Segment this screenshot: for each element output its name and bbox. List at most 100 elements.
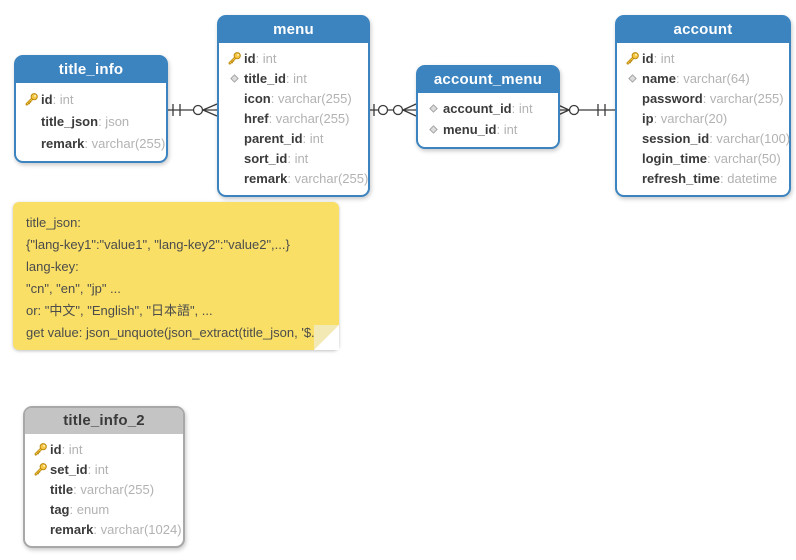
table-title[interactable]: menu (219, 17, 368, 43)
field-type: : varchar(20) (653, 110, 728, 126)
field-name: id (642, 50, 654, 66)
connector-menu-account_menu[interactable] (367, 103, 417, 117)
field-row-id[interactable]: id: int (31, 439, 179, 459)
field-row-title[interactable]: title: varchar(255) (31, 479, 179, 499)
field-row-session_id[interactable]: session_id: varchar(100) (623, 128, 790, 148)
field-row-name[interactable]: name: varchar(64) (623, 68, 785, 88)
field-row-parent_id[interactable]: parent_id: int (225, 128, 364, 148)
foreign-key-diamond-icon (225, 71, 244, 86)
sticky-note-text: title_json:{"lang-key1":"value1", "lang-… (26, 212, 336, 344)
no-icon (225, 111, 244, 126)
field-row-remark[interactable]: remark: varchar(255) (22, 132, 166, 154)
field-type: : int (496, 122, 518, 137)
field-name: session_id (642, 130, 710, 146)
field-type: : varchar(255) (84, 135, 166, 151)
field-row-tag[interactable]: tag: enum (31, 499, 179, 519)
table-title[interactable]: title_info (16, 57, 166, 83)
field-type: : varchar(100) (709, 130, 791, 146)
field-row-sort_id[interactable]: sort_id: int (225, 148, 364, 168)
field-type: : varchar(1024) (93, 521, 182, 537)
field-name: set_id (50, 461, 88, 477)
field-type: : int (61, 441, 83, 457)
field-row-id[interactable]: id: int (225, 48, 364, 68)
table-title[interactable]: account_menu (418, 67, 558, 93)
primary-key-icon (623, 51, 642, 66)
field-type: : int (52, 91, 74, 107)
field-name: ip (642, 110, 654, 126)
field-type: : varchar(255) (270, 90, 352, 106)
primary-key-icon (31, 442, 50, 457)
no-icon (31, 482, 50, 497)
no-icon (31, 522, 50, 537)
field-row-login_time[interactable]: login_time: varchar(50) (623, 148, 785, 168)
field-row-menu_id[interactable]: menu_id: int (424, 119, 554, 140)
field-name: menu_id (443, 122, 497, 137)
field-name: href (244, 110, 269, 126)
foreign-key-diamond-icon (424, 101, 443, 116)
field-row-id[interactable]: id: int (22, 88, 162, 110)
no-icon (623, 151, 642, 166)
primary-key-icon (225, 51, 244, 66)
primary-key-icon (22, 92, 41, 107)
field-type: : varchar(255) (702, 90, 784, 106)
field-row-href[interactable]: href: varchar(255) (225, 108, 364, 128)
field-row-remark[interactable]: remark: varchar(1024) (31, 519, 182, 539)
field-type: : varchar(64) (675, 70, 750, 86)
field-row-icon[interactable]: icon: varchar(255) (225, 88, 364, 108)
field-name: sort_id (244, 150, 288, 166)
field-name: password (642, 90, 703, 106)
field-name: tag (50, 501, 70, 517)
field-type: : int (255, 50, 277, 66)
field-row-remark[interactable]: remark: varchar(255) (225, 168, 368, 188)
note-line: "cn", "en", "jp" ... (26, 281, 121, 296)
note-line: or: "中文", "English", "日本語", ... (26, 303, 213, 318)
field-type: : int (302, 130, 324, 146)
field-type: : int (287, 150, 309, 166)
connector-account_menu-account[interactable] (555, 103, 615, 117)
field-name: remark (50, 521, 94, 537)
field-type: : varchar(255) (268, 110, 350, 126)
field-row-ip[interactable]: ip: varchar(20) (623, 108, 785, 128)
field-name: account_id (443, 101, 512, 116)
foreign-key-diamond-icon (623, 71, 642, 86)
field-row-account_id[interactable]: account_id: int (424, 98, 554, 119)
field-name: id (41, 91, 53, 107)
sticky-note[interactable]: title_json:{"lang-key1":"value1", "lang-… (13, 202, 339, 350)
field-type: : int (87, 461, 109, 477)
field-type: : int (511, 101, 533, 116)
table-title[interactable]: account (617, 17, 789, 43)
no-icon (22, 114, 41, 129)
field-type: : int (285, 70, 307, 86)
no-icon (31, 502, 50, 517)
no-icon (22, 136, 41, 151)
field-row-set_id[interactable]: set_id: int (31, 459, 179, 479)
field-row-title_id[interactable]: title_id: int (225, 68, 364, 88)
no-icon (623, 171, 642, 186)
field-name: id (244, 50, 256, 66)
field-row-id[interactable]: id: int (623, 48, 785, 68)
field-row-title_json[interactable]: title_json: json (22, 110, 162, 132)
connector-title_info-menu[interactable] (164, 103, 218, 117)
field-name: name (642, 70, 676, 86)
primary-key-icon (31, 462, 50, 477)
note-line: get value: json_unquote(json_extract(tit… (26, 325, 336, 340)
field-type: : varchar(255) (287, 170, 369, 186)
field-type: : datetime (720, 170, 778, 186)
field-type: : varchar(255) (73, 481, 155, 497)
field-row-password[interactable]: password: varchar(255) (623, 88, 785, 108)
note-line: {"lang-key1":"value1", "lang-key2":"valu… (26, 237, 290, 252)
table-title[interactable]: title_info_2 (25, 408, 183, 434)
field-type: : json (98, 113, 130, 129)
field-row-refresh_time[interactable]: refresh_time: datetime (623, 168, 785, 188)
field-name: id (50, 441, 62, 457)
field-name: title_json (41, 113, 99, 129)
